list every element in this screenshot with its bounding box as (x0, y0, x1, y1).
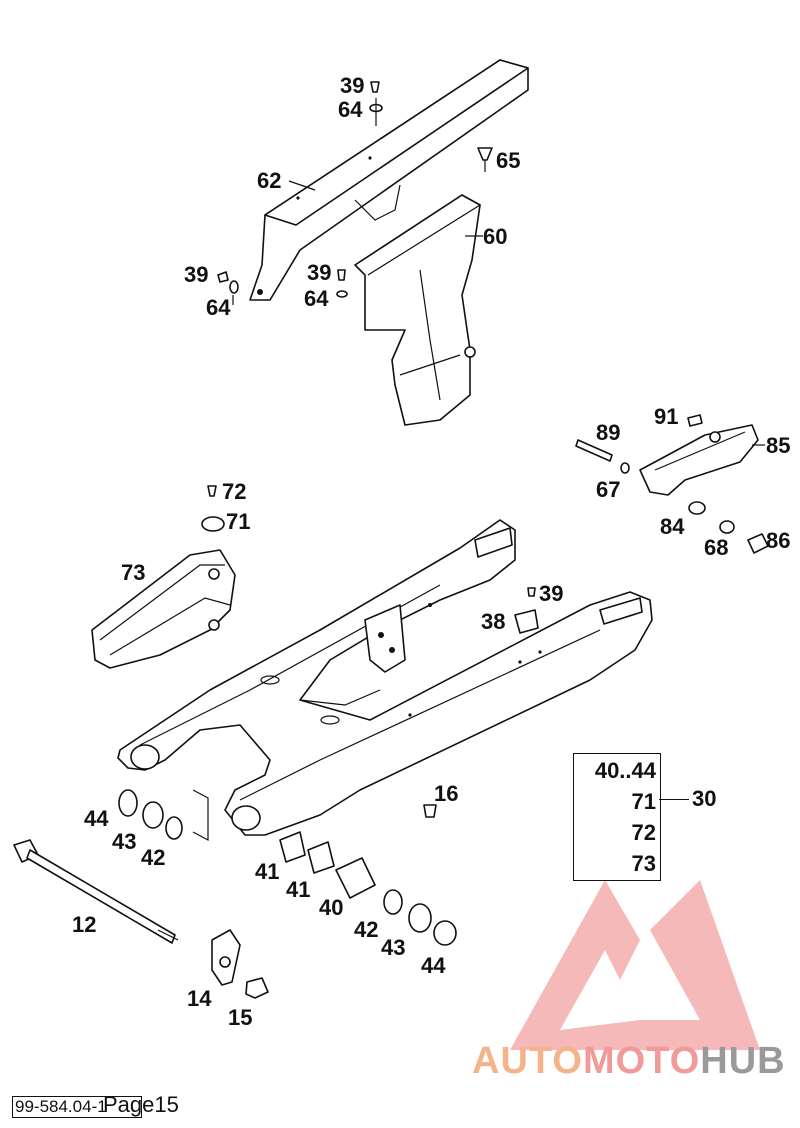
label-40: 40 (319, 895, 343, 920)
label-38: 38 (481, 609, 505, 634)
label-15: 15 (228, 1005, 252, 1030)
watermark-text: AUTOMOTOHUB (472, 1040, 786, 1083)
page-number: Page15 (103, 1092, 179, 1117)
bearing-set-left (118, 789, 209, 841)
label-89: 89 (596, 420, 620, 445)
label-72: 72 (222, 479, 246, 504)
label-43a: 43 (112, 829, 136, 854)
axle-bolt-part (13, 839, 179, 944)
label-85: 85 (766, 433, 790, 458)
label-67: 67 (596, 477, 620, 502)
watermark-part-auto: AUTO (472, 1040, 583, 1082)
label-44a: 44 (84, 806, 109, 831)
clamp-part (514, 587, 539, 634)
watermark-part-hub: HUB (700, 1040, 786, 1082)
label-16: 16 (434, 781, 458, 806)
label-84: 84 (660, 514, 685, 539)
label-39d: 39 (539, 581, 563, 606)
label-86: 86 (766, 528, 790, 553)
label-68: 68 (704, 535, 728, 560)
kit-leader-line (659, 799, 689, 800)
chain-guard-part (249, 59, 529, 301)
label-41b: 41 (286, 877, 310, 902)
kit-number-label: 30 (692, 786, 717, 811)
label-64a: 64 (338, 97, 363, 122)
chain-slider-part (575, 414, 769, 554)
bracket-nut-part (211, 929, 269, 999)
watermark-part-moto: MOTO (582, 1040, 701, 1082)
label-71: 71 (226, 509, 250, 534)
swingarm-part (117, 519, 653, 836)
leader-lines (232, 98, 765, 446)
label-42a: 42 (141, 845, 165, 870)
label-39b: 39 (184, 262, 208, 287)
label-42b: 42 (354, 917, 378, 942)
label-65: 65 (496, 148, 520, 173)
label-91: 91 (654, 404, 678, 429)
label-41a: 41 (255, 859, 279, 884)
bearing-set-right (279, 831, 457, 946)
kit-item: 71 (631, 789, 656, 814)
label-62: 62 (257, 168, 281, 193)
kit-item: 72 (631, 820, 656, 845)
label-39c: 39 (307, 260, 331, 285)
chain-guide-part (354, 194, 482, 426)
label-43b: 43 (381, 935, 405, 960)
watermark-logo (510, 880, 760, 1050)
document-code: 99-584.04-1 (12, 1096, 142, 1118)
label-73: 73 (121, 560, 145, 585)
label-14: 14 (187, 986, 212, 1011)
label-12: 12 (72, 912, 96, 937)
kit-contents-box: 40..44 71 72 73 (573, 753, 661, 881)
label-64c: 64 (304, 286, 329, 311)
kit-item: 73 (631, 851, 656, 876)
label-60: 60 (483, 224, 507, 249)
plug-part (423, 804, 437, 818)
part-number-labels: 39 64 65 62 60 39 64 39 64 89 91 85 67 8… (72, 73, 790, 1030)
label-44b: 44 (421, 953, 446, 978)
label-64b: 64 (206, 295, 231, 320)
chain-slider-left-part (91, 485, 236, 669)
kit-item: 40..44 (594, 758, 656, 783)
label-39a: 39 (340, 73, 364, 98)
